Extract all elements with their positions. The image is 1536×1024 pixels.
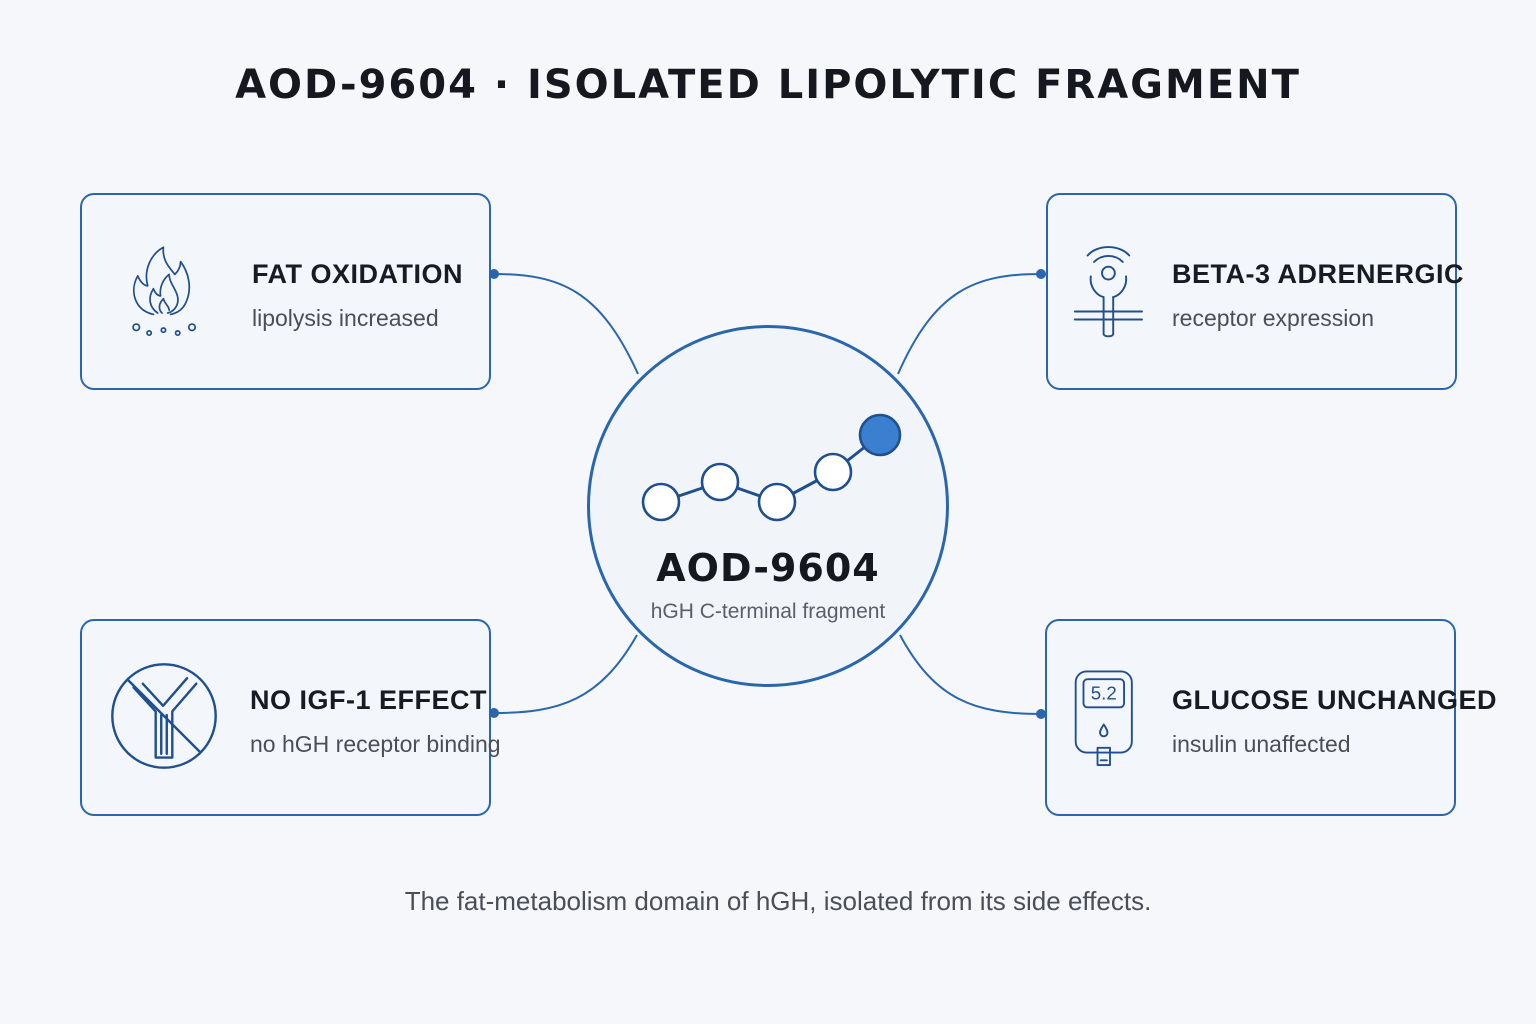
card-beta-3-adrenergic: BETA-3 ADRENERGIC receptor expression (1046, 193, 1464, 390)
card-glucose-unchanged: 5.2 GLUCOSE UNCHANGED insulin unaffected (1045, 619, 1497, 816)
card-title: GLUCOSE UNCHANGED (1172, 685, 1498, 715)
glucose-meter-icon: 5.2 (1074, 670, 1133, 766)
center-node: AOD-9604 hGH C-terminal fragment (587, 325, 949, 687)
card-subtitle: no hGH receptor binding (250, 731, 501, 757)
receptor-signal-icon (1073, 246, 1143, 338)
connector-fat (493, 273, 639, 375)
connector-dot-igf (489, 708, 499, 718)
card-no-igf-1-effect: NO IGF-1 EFFECT no hGH receptor binding (80, 619, 501, 816)
no-receptor-icon (111, 663, 217, 769)
connector-dot-glucose (1036, 709, 1046, 719)
card-title: NO IGF-1 EFFECT (250, 685, 487, 715)
caption: The fat-metabolism domain of hGH, isolat… (404, 886, 1152, 916)
card-title: FAT OXIDATION (252, 259, 463, 289)
connector-beta (897, 273, 1042, 375)
connector-dot-beta (1036, 269, 1046, 279)
card-fat-oxidation: FAT OXIDATION lipolysis increased (80, 193, 491, 390)
molecule-chain-icon (641, 413, 902, 522)
card-subtitle: receptor expression (1172, 305, 1374, 331)
center-label: AOD-9604 (656, 546, 880, 590)
card-title: BETA-3 ADRENERGIC (1172, 259, 1465, 289)
flame-icon (132, 246, 197, 336)
center-subtitle: hGH C-terminal fragment (650, 600, 886, 623)
card-subtitle: lipolysis increased (252, 305, 439, 331)
connector-glucose (899, 634, 1042, 715)
connector-dot-fat (489, 269, 499, 279)
connector-igf (493, 634, 638, 714)
diagram-title: AOD-9604 · ISOLATED LIPOLYTIC FRAGMENT (235, 62, 1301, 108)
card-subtitle: insulin unaffected (1172, 731, 1351, 757)
meter-reading: 5.2 (1091, 683, 1117, 704)
